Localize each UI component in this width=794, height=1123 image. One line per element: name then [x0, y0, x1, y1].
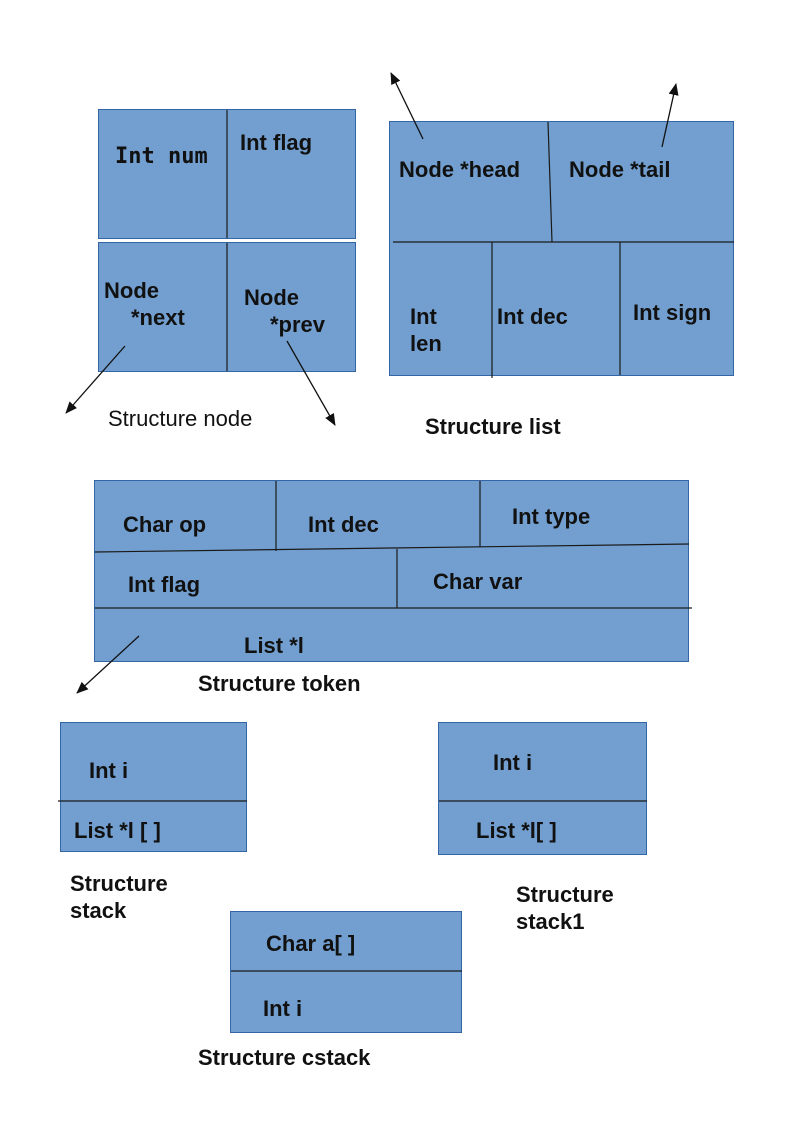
tail-pointer-arrow	[661, 83, 679, 148]
list-head-field: Node *head	[399, 157, 521, 182]
stack1-caption-line2: stack1	[516, 909, 585, 934]
node-next-field-line2: *next	[131, 305, 185, 330]
node-next-field-line1: Node	[104, 278, 159, 303]
list-len-field-line2: len	[410, 331, 442, 356]
next-pointer-arrow	[65, 345, 126, 414]
stack1-caption-line1: Structure	[516, 882, 614, 907]
stack1-block	[438, 722, 647, 855]
list-tail-field: Node *tail	[569, 157, 671, 182]
head-pointer-arrow	[390, 72, 424, 140]
list-top-divider	[547, 121, 553, 243]
cstack-i-field: Int i	[263, 996, 303, 1021]
token-list-pointer-arrow	[76, 635, 140, 694]
node-prev-field-line1: Node	[244, 285, 299, 310]
cstack-block	[230, 911, 462, 1033]
token-dec-field: Int dec	[308, 512, 379, 537]
token-var-field: Char var	[433, 569, 523, 594]
cstack-a-field: Char a[ ]	[266, 931, 356, 956]
token-type-field: Int type	[512, 504, 591, 529]
cstack-caption: Structure cstack	[198, 1045, 371, 1070]
token-block	[94, 480, 689, 662]
token-flag-field: Int flag	[128, 572, 201, 597]
prev-pointer-arrow	[286, 340, 336, 426]
stack-caption-line1: Structure	[70, 871, 168, 896]
stack-i-field: Int i	[89, 758, 129, 783]
stack1-list-field: List *l[ ]	[476, 818, 557, 843]
stack-list-field: List *l [ ]	[74, 818, 161, 843]
stack-block	[60, 722, 247, 852]
list-dec-field: Int dec	[497, 304, 568, 329]
node-flag-field: Int flag	[240, 130, 313, 155]
list-len-field-line1: Int	[410, 304, 437, 329]
list-block	[389, 121, 734, 376]
token-caption: Structure token	[198, 671, 361, 696]
list-caption: Structure list	[425, 414, 561, 439]
node-prev-field-line2: *prev	[270, 312, 326, 337]
stack1-i-field: Int i	[493, 750, 533, 775]
list-sign-field: Int sign	[633, 300, 712, 325]
stack-caption-line2: stack	[70, 898, 127, 923]
node-num-field: Int num	[115, 144, 208, 169]
node-caption: Structure node	[108, 406, 253, 431]
token-op-field: Char op	[123, 512, 207, 537]
token-list-field: List *l	[244, 633, 304, 658]
token-row-divider-1	[94, 543, 690, 553]
